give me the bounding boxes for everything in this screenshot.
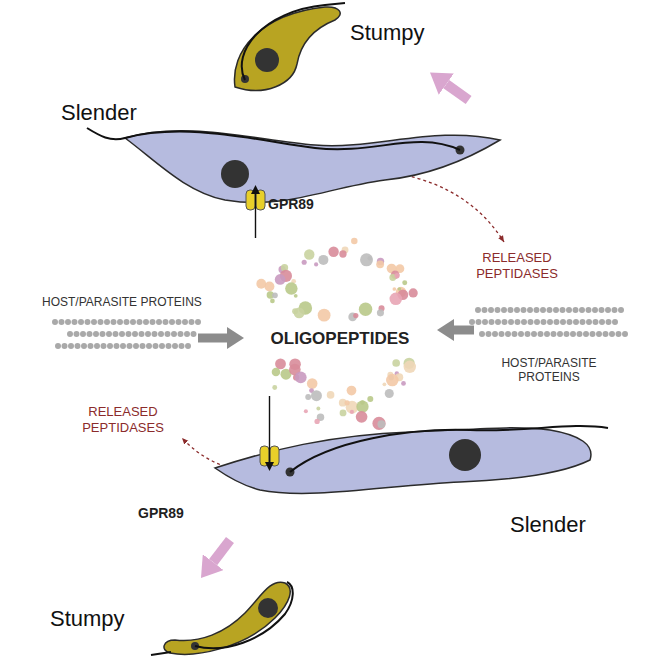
stumpy-cell: Stumpy <box>225 2 430 96</box>
cell-outline <box>225 2 430 96</box>
cell-name: Stumpy <box>50 606 125 632</box>
protein-label: HOST/PARASITE PROTEINS <box>42 295 227 309</box>
grey-arrow <box>198 327 244 349</box>
oligopeptide-label: OLIGOPEPTIDES <box>240 329 440 349</box>
protein-label: HOST/PARASITE PROTEINS <box>490 356 608 385</box>
transformation-arrow <box>446 84 468 100</box>
receptor-name: GPR89 <box>138 505 218 522</box>
cell-name: Slender <box>510 512 586 538</box>
slender-cell: Slender <box>210 410 610 540</box>
cell-name: Slender <box>61 100 137 126</box>
slender-cell: Slender <box>55 100 525 240</box>
transformation-arrow <box>213 540 230 562</box>
peptidase-label: RELEASED PEPTIDASES <box>462 250 572 281</box>
receptor-name: GPR89 <box>268 196 348 213</box>
cell-name: Stumpy <box>350 20 425 46</box>
stumpy-cell: Stumpy <box>45 578 305 662</box>
peptidase-label: RELEASED PEPTIDASES <box>68 404 178 435</box>
grey-arrow <box>437 319 474 341</box>
protein-chains <box>52 307 628 349</box>
release-arrow <box>400 174 504 242</box>
